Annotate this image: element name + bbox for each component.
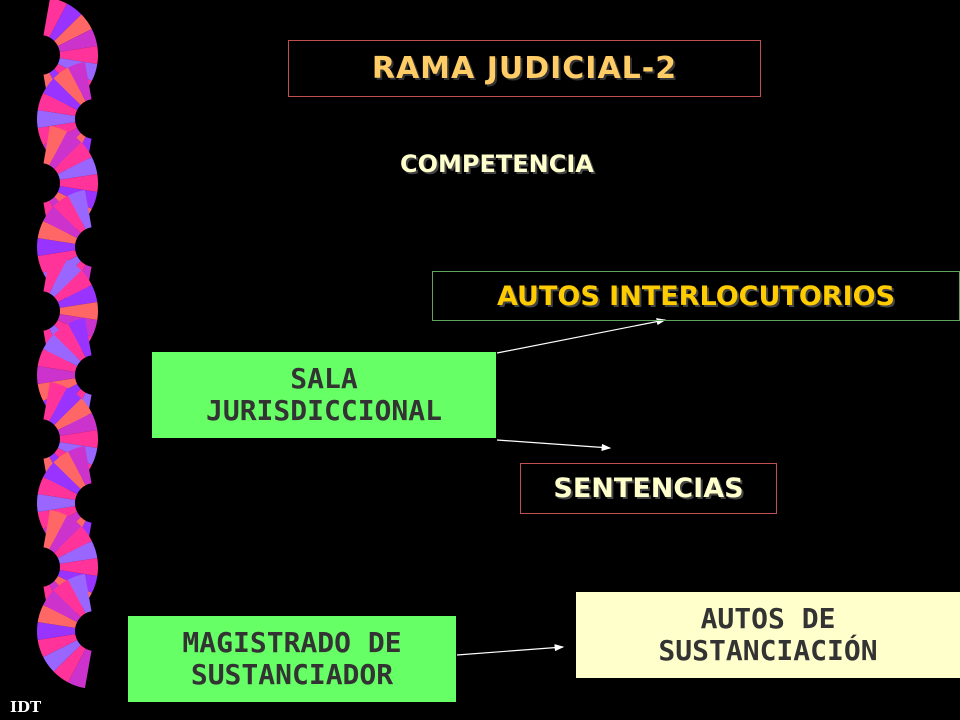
node-magistrado-label-line1: MAGISTRADO DE [182,626,402,659]
footer-label: IDT [10,698,42,716]
node-autos-sus-label-line2: SUSTANCIACIÓN [658,634,878,667]
subtitle: COMPETENCIA [400,150,594,178]
node-autos-sustanciacion: AUTOS DE SUSTANCIACIÓN [576,592,960,678]
node-autos-interlocutorios-label: AUTOS INTERLOCUTORIOS [496,280,896,312]
arrow-sala-to-autos-interlocutorios [496,318,667,354]
node-sala-label-line2: JURISDICCIONAL [205,394,442,427]
node-sentencias: SENTENCIAS [520,463,777,514]
decorative-fan-border [37,0,98,689]
node-sala-label-line1: SALA [290,362,358,395]
node-autos-interlocutorios: AUTOS INTERLOCUTORIOS [432,271,960,321]
page-title: RAMA JUDICIAL-2 [371,51,678,86]
node-autos-sus-label-line1: AUTOS DE [700,602,836,635]
fan-ornament [37,573,92,689]
arrow-magistrado-to-autos-sustanciacion [456,644,565,656]
arrow-sala-to-sentencias [496,439,612,451]
node-magistrado-label-line2: SUSTANCIADOR [190,658,394,691]
node-sentencias-label: SENTENCIAS [553,473,744,504]
title-box: RAMA JUDICIAL-2 [288,40,761,97]
node-magistrado-sustanciador: MAGISTRADO DE SUSTANCIADOR [128,616,456,702]
node-sala-jurisdiccional: SALA JURISDICCIONAL [152,352,496,438]
